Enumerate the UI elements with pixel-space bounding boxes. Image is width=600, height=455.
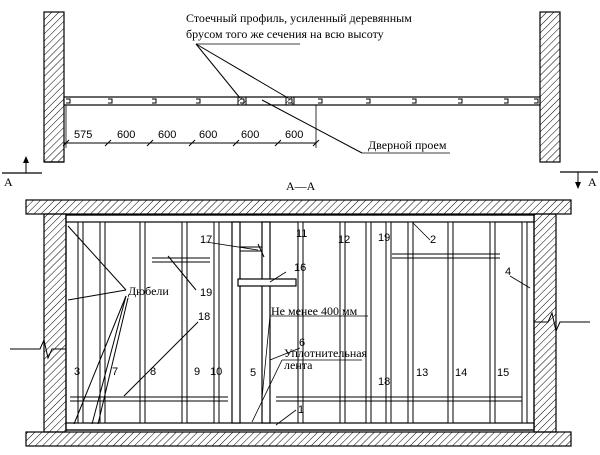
- plan-stud-marker: [412, 98, 417, 104]
- section-mark-left: А: [4, 175, 13, 189]
- floor-slab: [25, 431, 572, 447]
- part-number-19a: 19: [200, 287, 212, 299]
- section-marker-left: А: [2, 156, 42, 189]
- stud: [385, 221, 392, 424]
- section-marker-right: А: [560, 171, 598, 189]
- ceiling-slab: [25, 199, 572, 215]
- anchors-label: Дюбели: [128, 284, 169, 298]
- stud: [339, 221, 346, 424]
- dim-2: 600: [117, 129, 135, 141]
- min-distance-label: Не менее 400 мм: [271, 304, 358, 318]
- note-line-1: Стоечный профиль, усиленный деревянным: [186, 11, 412, 25]
- part-number-8: 8: [150, 366, 156, 378]
- section-view: А—А: [10, 179, 590, 447]
- plan-stud-marker: [66, 98, 71, 104]
- stud: [213, 221, 220, 424]
- right-wall: [533, 213, 557, 433]
- plan-stud-marker: [318, 98, 323, 104]
- stud: [181, 221, 188, 424]
- dim-tick: [104, 139, 112, 147]
- stud: [407, 221, 414, 424]
- stud: [139, 221, 146, 424]
- dim-tick: [232, 139, 240, 147]
- dim-1: 575: [74, 129, 92, 141]
- part-number-11: 11: [296, 228, 307, 240]
- part-number-16: 16: [294, 262, 306, 274]
- dim-5: 600: [241, 129, 259, 141]
- dim-3: 600: [158, 129, 176, 141]
- plan-view: Стоечный профиль, усиленный деревянным б…: [2, 11, 598, 189]
- door-jamb-right: [261, 221, 271, 424]
- dim-tick: [274, 139, 282, 147]
- section-mark-right: А: [588, 175, 597, 189]
- part-number-5: 5: [250, 367, 256, 379]
- stud: [297, 221, 304, 424]
- plan-partition: [63, 96, 541, 106]
- left-wall: [43, 213, 67, 433]
- part-number-7: 7: [112, 366, 118, 378]
- dim-tick: [146, 139, 154, 147]
- part-number-18b: 18: [378, 376, 390, 388]
- stud: [365, 221, 372, 424]
- part-number-18a: 18: [198, 311, 210, 323]
- ceiling-track: [65, 214, 535, 223]
- part-number-14: 14: [455, 367, 467, 379]
- tape-label-line-2: лента: [284, 358, 313, 372]
- stud: [447, 221, 454, 424]
- part-number-3: 3: [74, 366, 80, 378]
- reinforced-stud-2: [285, 96, 295, 106]
- part-number-2: 2: [430, 234, 436, 246]
- part-number-9: 9: [194, 366, 200, 378]
- floor-track: [65, 422, 535, 431]
- stud: [77, 221, 84, 424]
- door-header: [237, 278, 297, 287]
- plan-stud-marker: [196, 98, 201, 104]
- part-number-17: 17: [200, 234, 212, 246]
- plan-stud-marker: [458, 98, 463, 104]
- plan-stud-marker: [152, 98, 157, 104]
- part-number-6: 6: [299, 337, 305, 349]
- part-number-13: 13: [416, 367, 428, 379]
- left-wall-plan: [43, 11, 65, 163]
- plan-stud-marker: [504, 98, 509, 104]
- part-number-4: 4: [505, 266, 511, 278]
- part-number-15: 15: [497, 367, 509, 379]
- right-wall-plan: [539, 11, 561, 163]
- part-number-10: 10: [210, 366, 222, 378]
- plan-stud-marker: [534, 98, 539, 104]
- section-title: А—А: [286, 179, 316, 193]
- note-line-2: брусом того же сечения на всю высоту: [186, 27, 384, 41]
- dim-6: 600: [285, 129, 303, 141]
- stud: [521, 221, 528, 424]
- reinforced-stud-1: [237, 96, 247, 106]
- dim-4: 600: [199, 129, 217, 141]
- part-number-19b: 19: [378, 232, 390, 244]
- plan-stud-marker: [366, 98, 371, 104]
- tape-label-line-1: Уплотнительная: [284, 346, 368, 360]
- stud: [489, 221, 496, 424]
- stud: [99, 221, 106, 424]
- door-label: Дверной проем: [368, 138, 447, 152]
- plan-stud-marker: [108, 98, 113, 104]
- dim-tick: [188, 139, 196, 147]
- part-number-1: 1: [298, 404, 304, 416]
- part-number-12: 12: [338, 234, 350, 246]
- door-jamb-left: [231, 221, 241, 424]
